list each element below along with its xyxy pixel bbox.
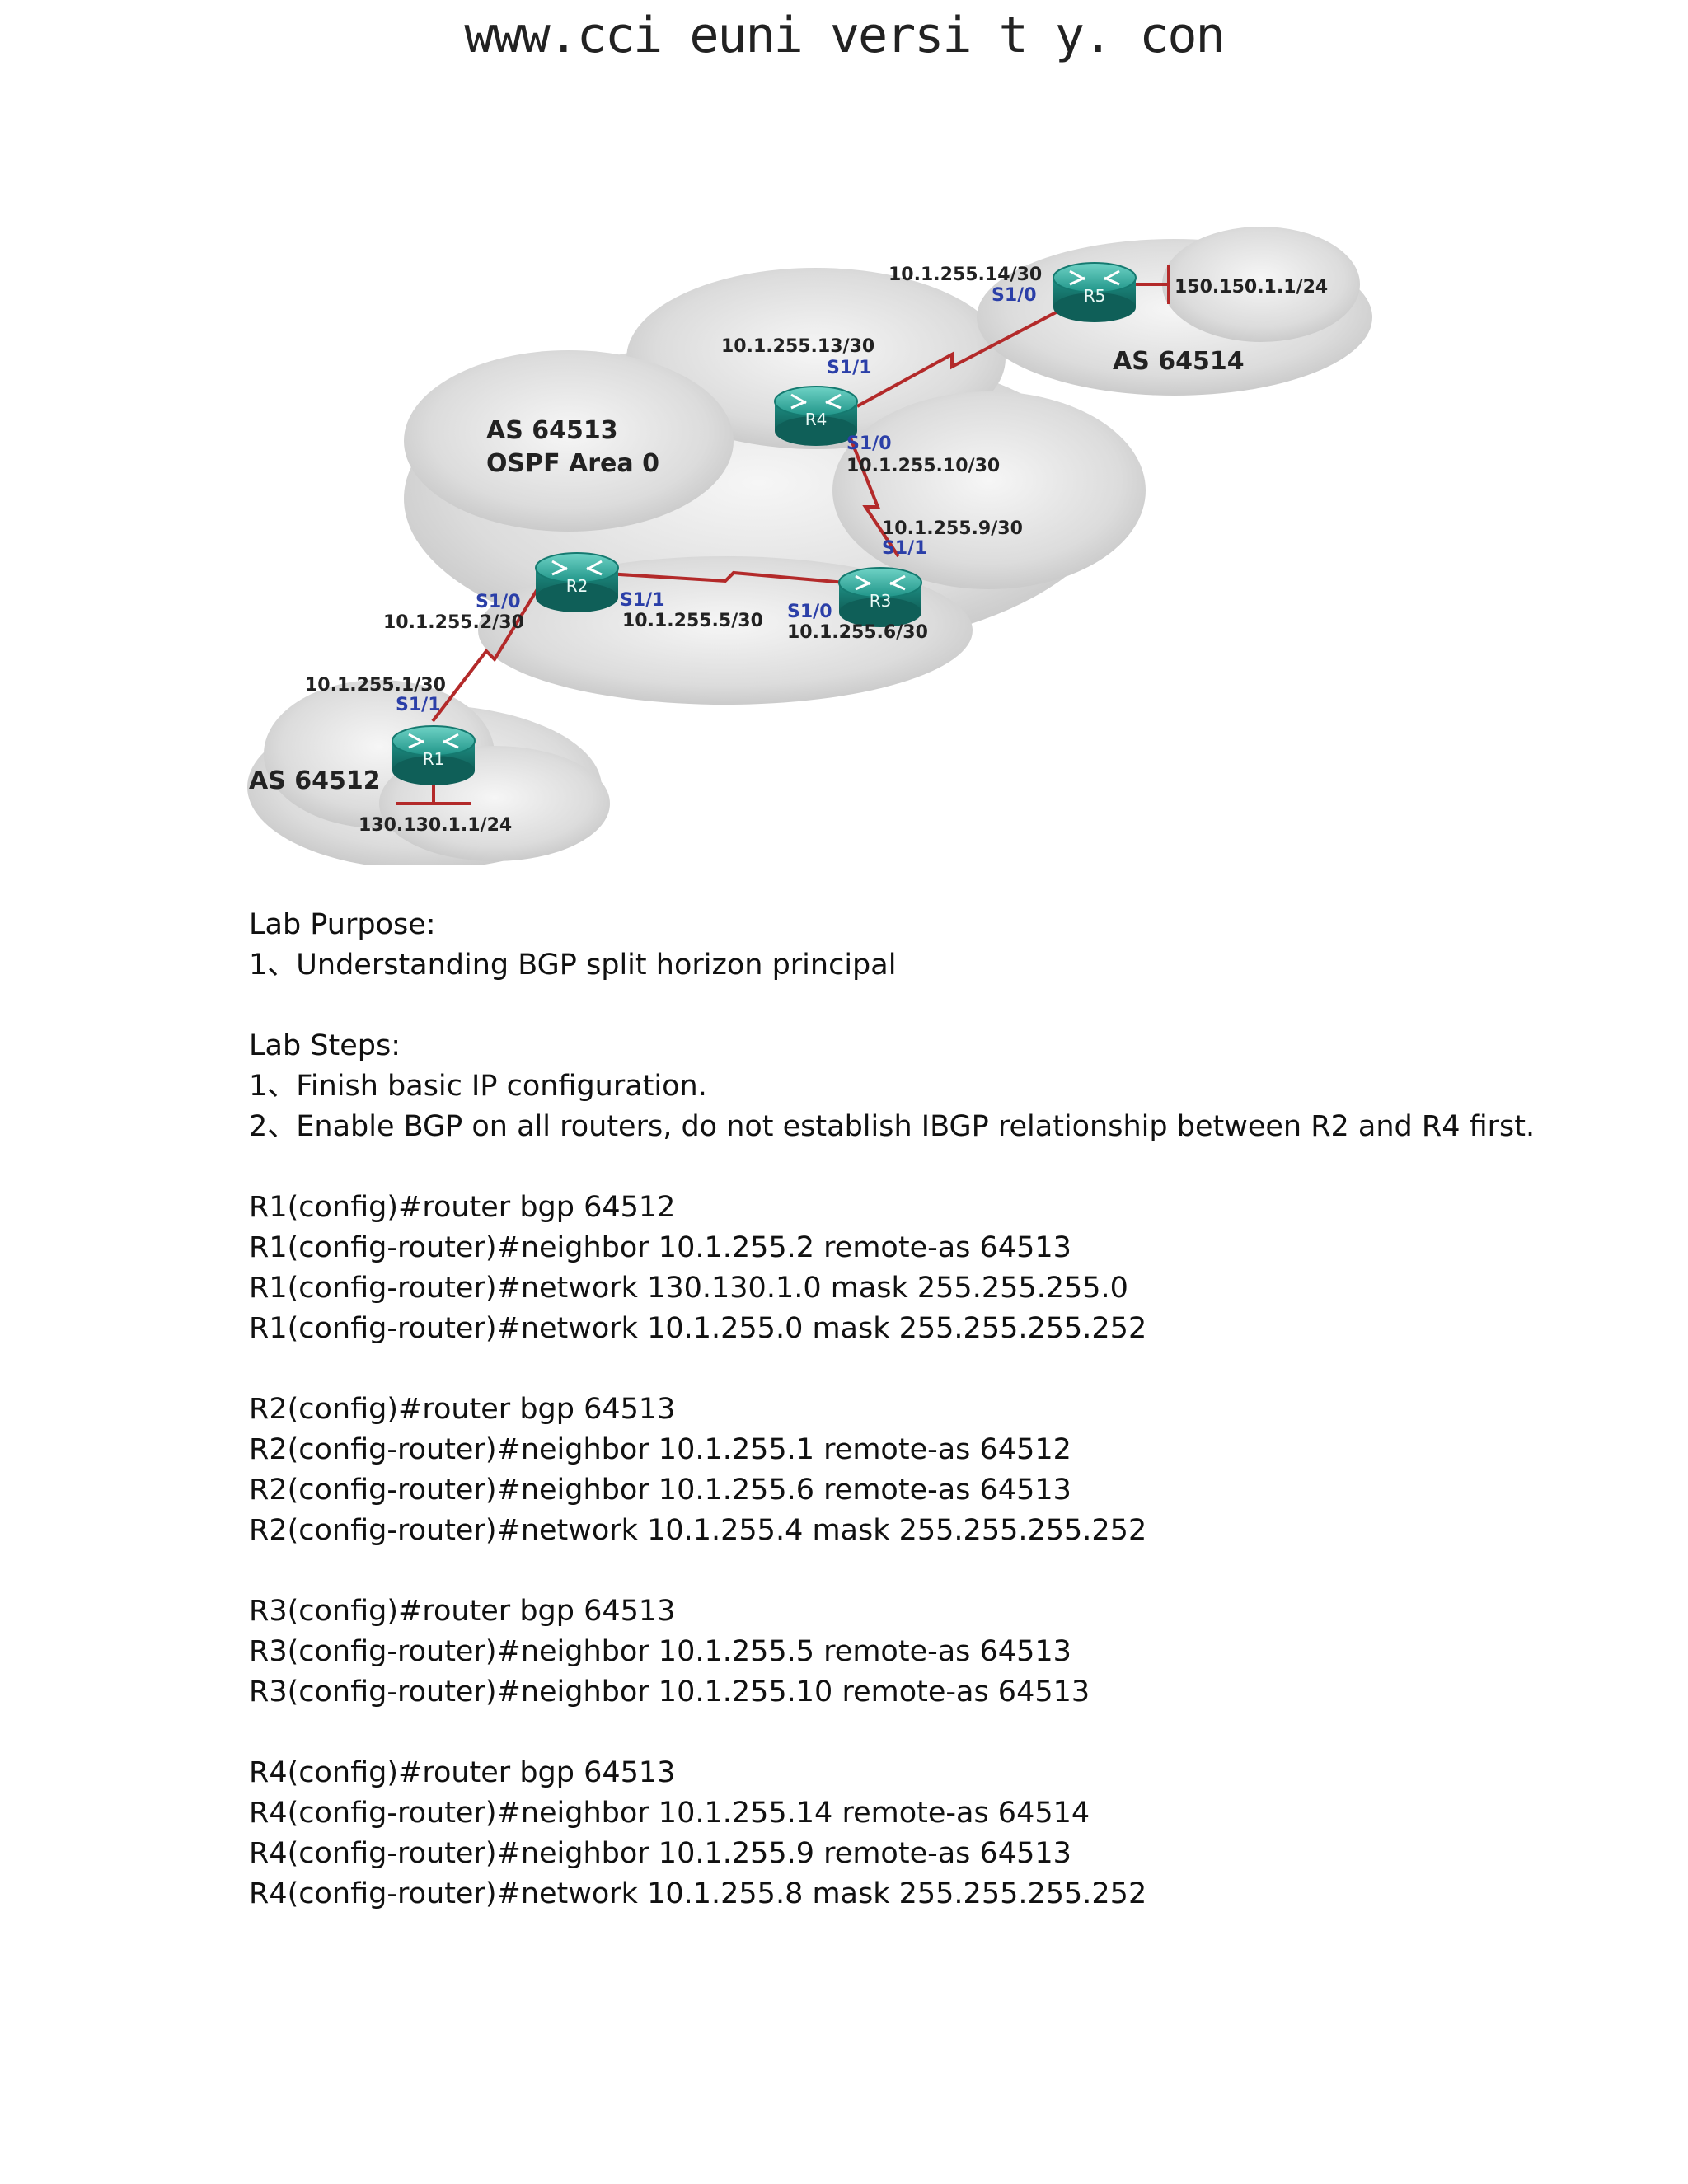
r4-if-bottom-label: S1/0 [846,434,892,454]
r3-ip-top-label: 10.1.255.9/30 [882,518,1023,539]
r2-ip-left-label: 10.1.255.2/30 [383,612,524,633]
r2-if-right-label: S1/1 [620,590,665,611]
config-line: R4(config-router)#neighbor 10.1.255.14 r… [249,1797,1090,1830]
config-line: R4(config-router)#network 10.1.255.8 mas… [249,1877,1147,1910]
config-line: R1(config-router)#network 10.1.255.0 mas… [249,1312,1147,1345]
as64512-label: AS 64512 [249,766,381,795]
config-line: R3(config)#router bgp 64513 [249,1595,676,1628]
r3-if-top-label: S1/1 [882,538,927,559]
config-line: R2(config-router)#neighbor 10.1.255.6 re… [249,1474,1071,1507]
r1-ip-label: 10.1.255.1/30 [305,675,446,696]
r5-ip-label: 10.1.255.14/30 [889,265,1042,285]
router-r5: R5 [1052,261,1137,324]
ospf-area-label: OSPF Area 0 [486,449,659,478]
router-r2-label: R2 [566,576,588,596]
purpose-heading: Lab Purpose: [249,908,436,941]
router-r3: R3 [837,566,923,629]
r2-ip-right-label: 10.1.255.5/30 [622,611,763,631]
as64513-label: AS 64513 [486,416,618,445]
config-line: R2(config)#router bgp 64513 [249,1393,676,1426]
as64514-label: AS 64514 [1113,347,1245,376]
r4-ip-top-label: 10.1.255.13/30 [721,336,874,357]
network-diagram: R5 R4 R2 R3 R1 AS 64513 OSPF Area 0 AS 6… [247,194,1376,865]
r4-ip-bottom-label: 10.1.255.10/30 [846,456,1000,476]
lab-text: Lab Purpose: 1、Understanding BGP split h… [249,905,1650,1915]
r1-if-label: S1/1 [396,695,441,715]
r1-lan-label: 130.130.1.1/24 [359,815,512,836]
config-line: R2(config-router)#network 10.1.255.4 mas… [249,1514,1147,1547]
step-item: 2、Enable BGP on all routers, do not esta… [249,1110,1536,1143]
config-line: R3(config-router)#neighbor 10.1.255.5 re… [249,1635,1071,1668]
r3-ip-left-label: 10.1.255.6/30 [787,622,928,643]
config-line: R4(config)#router bgp 64513 [249,1756,676,1789]
r3-if-left-label: S1/0 [787,602,832,622]
router-r1-label: R1 [423,749,445,769]
config-line: R1(config-router)#network 130.130.1.0 ma… [249,1272,1128,1305]
link-r4-r5 [856,309,1060,408]
step-item: 1、Finish basic IP configuration. [249,1070,707,1103]
router-r4: R4 [773,385,859,448]
config-line: R1(config-router)#neighbor 10.1.255.2 re… [249,1231,1071,1264]
r5-if-label: S1/0 [992,285,1037,306]
r5-lan-label: 150.150.1.1/24 [1175,277,1328,298]
steps-heading: Lab Steps: [249,1029,401,1062]
router-r3-label: R3 [870,591,892,611]
config-line: R1(config)#router bgp 64512 [249,1191,676,1224]
router-r5-label: R5 [1084,286,1106,306]
router-r1: R1 [391,724,476,787]
r4-if-top-label: S1/1 [827,358,872,378]
config-line: R2(config-router)#neighbor 10.1.255.1 re… [249,1433,1071,1466]
config-line: R4(config-router)#neighbor 10.1.255.9 re… [249,1837,1071,1870]
link-r2-r1 [431,583,542,723]
purpose-item: 1、Understanding BGP split horizon princi… [249,949,897,982]
link-r2-r3 [593,570,874,587]
r2-if-left-label: S1/0 [476,592,521,612]
router-r2: R2 [534,551,620,614]
link-r4-r3 [847,434,900,558]
page-header: www.cci euni versi t y. con [464,7,1225,64]
router-r4-label: R4 [805,410,828,429]
config-line: R3(config-router)#neighbor 10.1.255.10 r… [249,1675,1090,1708]
